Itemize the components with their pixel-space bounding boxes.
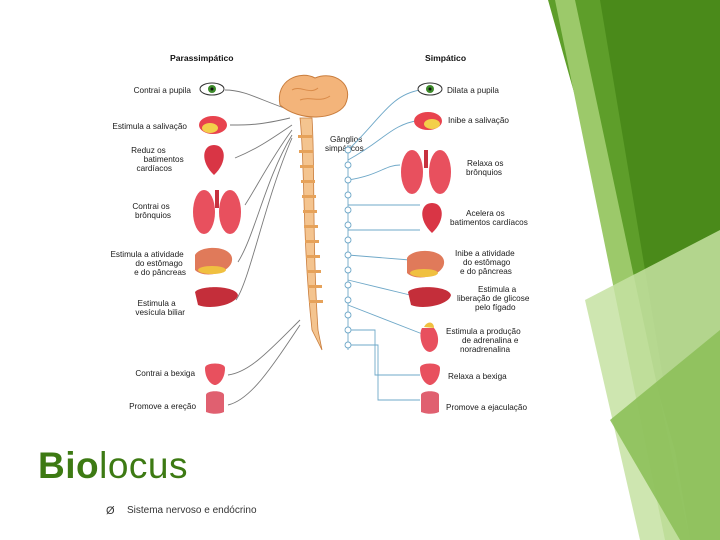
right-label-ejaculation: Promove a ejaculação bbox=[446, 403, 527, 412]
parasympathetic-header: Parassimpático bbox=[170, 53, 234, 63]
lungs-icon bbox=[401, 150, 451, 194]
spinal-cord-icon bbox=[298, 117, 323, 351]
label-line: batimentos cardíacos bbox=[450, 218, 528, 227]
right-label-salivation: Inibe a salivação bbox=[448, 116, 509, 125]
liver-icon bbox=[195, 287, 238, 307]
brand-title-part2: locus bbox=[99, 445, 188, 486]
left-label-pupil: Contrai a pupila bbox=[134, 86, 192, 95]
left-label-bladder: Contrai a bexiga bbox=[135, 369, 195, 378]
brand-title: Biolocus bbox=[38, 447, 188, 484]
label-line: Acelera os bbox=[466, 209, 505, 218]
label-line: pelo fígado bbox=[475, 303, 516, 312]
right-label-heart: Acelera os batimentos cardíacos bbox=[450, 209, 528, 227]
label-line: Inibe a atividade bbox=[455, 249, 515, 258]
parasympathetic-nerves bbox=[224, 89, 301, 406]
brain-icon bbox=[278, 74, 349, 118]
stomach-icon bbox=[195, 247, 233, 275]
stomach-icon bbox=[407, 250, 445, 278]
label-line: Dilata a pupila bbox=[447, 86, 499, 95]
adrenal-gland-icon bbox=[420, 322, 439, 352]
heart-icon bbox=[204, 145, 224, 175]
label-line: Relaxa a bexiga bbox=[448, 372, 507, 381]
ganglia-label-line: simpáticos bbox=[325, 144, 364, 153]
label-line: Reduz os bbox=[131, 146, 166, 155]
label-line: batimentos bbox=[144, 155, 184, 164]
eye-icon bbox=[199, 82, 225, 96]
label-line: Inibe a salivação bbox=[448, 116, 509, 125]
left-label-erection: Promove a ereção bbox=[129, 402, 196, 411]
label-line: de adrenalina e bbox=[462, 336, 519, 345]
right-label-adrenaline: Estimula a produção de adrenalina e nora… bbox=[446, 327, 523, 354]
bladder-icon bbox=[420, 363, 440, 385]
right-label-pupil: Dilata a pupila bbox=[447, 86, 499, 95]
label-line: Relaxa os bbox=[467, 159, 503, 168]
ganglia-label-line: Gânglios bbox=[330, 135, 362, 144]
left-label-gallbladder: Estimula a vesícula biliar bbox=[135, 299, 185, 317]
left-label-bronchi: Contrai os brônquios bbox=[132, 202, 172, 220]
bullet-text: Sistema nervoso e endócrino bbox=[127, 505, 257, 516]
label-line: do estômago bbox=[135, 259, 183, 268]
left-label-stomach: Estimula a atividade do estômago e do pâ… bbox=[110, 250, 186, 277]
label-line: Contrai a pupila bbox=[134, 86, 192, 95]
left-label-salivation: Estimula a salivação bbox=[112, 122, 187, 131]
eye-icon bbox=[417, 82, 443, 96]
salivary-gland-icon bbox=[199, 116, 227, 134]
label-line: Promove a ejaculação bbox=[446, 403, 527, 412]
nervous-system-diagram: Parassimpático Simpático Gânglios simpát… bbox=[110, 53, 532, 414]
label-line: Estimula a bbox=[137, 299, 176, 308]
label-line: liberação de glicose bbox=[457, 294, 530, 303]
sympathetic-header: Simpático bbox=[425, 53, 466, 63]
label-line: Estimula a bbox=[478, 285, 517, 294]
right-label-stomach: Inibe a atividade do estômago e do pâncr… bbox=[455, 249, 517, 276]
lungs-icon bbox=[193, 190, 241, 234]
bladder-icon bbox=[205, 363, 225, 385]
salivary-gland-icon bbox=[414, 112, 442, 130]
left-labels: Contrai a pupila Estimula a salivação Re… bbox=[110, 86, 196, 411]
label-line: e do pâncreas bbox=[134, 268, 186, 277]
label-line: brônquios bbox=[466, 168, 502, 177]
label-line: Promove a ereção bbox=[129, 402, 196, 411]
ganglion-chain bbox=[344, 146, 352, 349]
label-line: brônquios bbox=[135, 211, 171, 220]
label-line: Estimula a produção bbox=[446, 327, 521, 336]
label-line: do estômago bbox=[463, 258, 511, 267]
label-line: noradrenalina bbox=[460, 345, 511, 354]
label-line: Contrai a bexiga bbox=[135, 369, 195, 378]
bullet-marker: Ø bbox=[106, 505, 115, 517]
left-label-heart: Reduz os batimentos cardíacos bbox=[131, 146, 186, 173]
label-line: Estimula a salivação bbox=[112, 122, 187, 131]
brand-title-part1: Bio bbox=[38, 445, 100, 486]
label-line: Contrai os bbox=[132, 202, 169, 211]
label-line: e do pâncreas bbox=[460, 267, 512, 276]
right-labels: Dilata a pupila Inibe a salivação Relaxa… bbox=[446, 86, 532, 412]
ganglia-label: Gânglios simpáticos bbox=[325, 135, 365, 153]
heart-icon bbox=[422, 203, 442, 233]
label-line: Estimula a atividade bbox=[110, 250, 184, 259]
label-line: cardíacos bbox=[137, 164, 173, 173]
right-label-bladder: Relaxa a bexiga bbox=[448, 372, 507, 381]
right-label-bronchi: Relaxa os brônquios bbox=[466, 159, 506, 177]
label-line: vesícula biliar bbox=[135, 308, 185, 317]
genitals-icon bbox=[206, 391, 224, 414]
right-label-glucose: Estimula a liberação de glicose pelo fíg… bbox=[457, 285, 532, 312]
genitals-icon bbox=[421, 391, 439, 414]
liver-icon bbox=[408, 287, 451, 307]
